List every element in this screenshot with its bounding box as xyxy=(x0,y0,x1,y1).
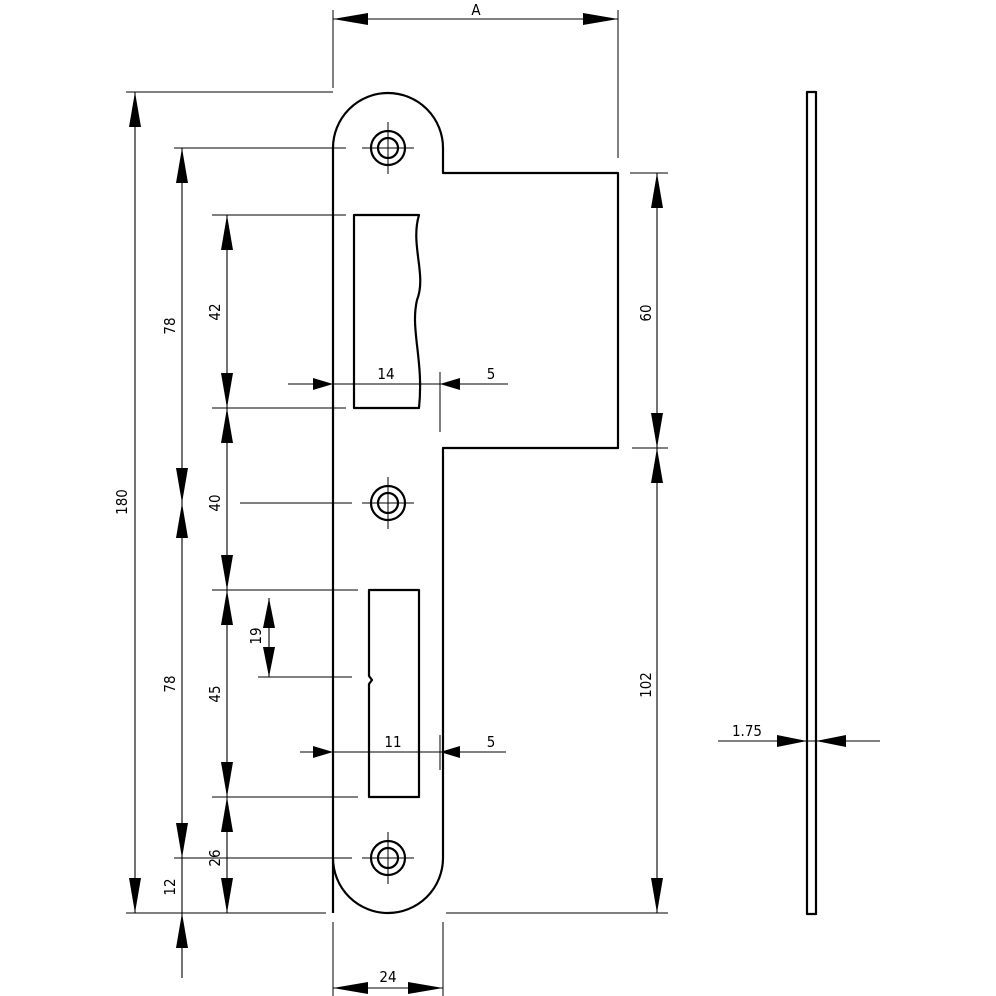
dimension-19 xyxy=(263,598,275,677)
label-42: 42 xyxy=(206,303,224,320)
label-40: 40 xyxy=(206,494,224,511)
label-1-75: 1.75 xyxy=(732,722,762,740)
dimension-12 xyxy=(176,858,188,978)
screw-hole-bottom xyxy=(362,832,414,884)
upper-latch-slot xyxy=(352,213,422,410)
label-45: 45 xyxy=(206,685,224,702)
lower-bolt-slot xyxy=(367,588,421,799)
dimension-78-upper xyxy=(176,148,188,503)
side-view-plate xyxy=(805,90,818,916)
dimension-14-5-upper xyxy=(288,378,508,390)
label-5-lower: 5 xyxy=(487,733,496,751)
plate-outline xyxy=(331,91,620,915)
label-26: 26 xyxy=(206,849,224,866)
dimension-60 xyxy=(651,173,663,448)
label-78-upper: 78 xyxy=(161,317,179,334)
label-11: 11 xyxy=(384,733,401,751)
dimension-45 xyxy=(221,590,233,797)
dimension-78-lower xyxy=(176,503,188,858)
extension-lines xyxy=(126,10,668,996)
dimension-40 xyxy=(221,408,233,590)
dimension-180 xyxy=(129,92,141,913)
dimension-102 xyxy=(651,448,663,913)
dimension-24 xyxy=(333,982,443,994)
dimension-26 xyxy=(221,797,233,913)
label-60: 60 xyxy=(637,304,655,321)
label-5-upper: 5 xyxy=(487,365,496,383)
label-78-lower: 78 xyxy=(161,675,179,692)
label-102: 102 xyxy=(637,672,655,698)
label-a: A xyxy=(471,1,481,19)
screw-hole-middle xyxy=(362,477,414,529)
label-19: 19 xyxy=(247,627,265,644)
dimension-a xyxy=(333,13,618,25)
screw-hole-top xyxy=(362,122,414,174)
label-180: 180 xyxy=(113,489,131,515)
label-14: 14 xyxy=(377,365,394,383)
dimension-42 xyxy=(221,215,233,408)
label-24: 24 xyxy=(379,968,396,986)
label-12: 12 xyxy=(161,878,179,895)
dimension-11-5-lower xyxy=(300,746,506,758)
dimension-1-75 xyxy=(718,735,880,747)
